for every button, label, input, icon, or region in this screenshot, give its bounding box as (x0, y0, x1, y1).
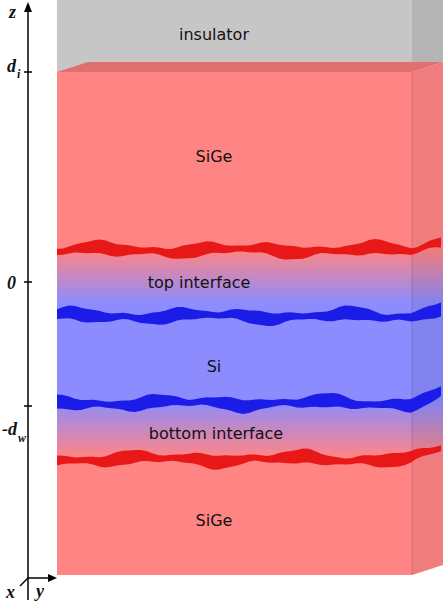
layer-label: SiGe (196, 149, 233, 165)
z-axis (27, 8, 29, 600)
tick (24, 405, 32, 407)
axis-label: z (9, 3, 16, 21)
tick (24, 281, 32, 283)
tick (24, 71, 32, 73)
interface-label: top interface (148, 275, 251, 291)
interface-label: bottom interface (149, 426, 283, 442)
interface-surface (57, 445, 441, 470)
axis-label: x (6, 583, 15, 601)
layer-label: Si (207, 359, 222, 375)
arrowhead (48, 574, 57, 582)
stack-front (57, 72, 412, 575)
insulator-interface (57, 62, 443, 72)
depth-label: 0 (7, 274, 16, 292)
subscript: i (17, 68, 20, 80)
layer-label: SiGe (196, 513, 233, 529)
edge (412, 72, 413, 575)
depth-label: -d (2, 420, 17, 438)
depth-label: d (7, 57, 16, 75)
arrowhead (24, 2, 32, 12)
layer-label: insulator (179, 27, 249, 43)
x-axis (20, 578, 28, 586)
subscript: w (18, 432, 26, 444)
axis-label: y (36, 582, 44, 600)
insulator-side (412, 0, 443, 72)
interface-surface (57, 386, 441, 414)
interface-surface (57, 238, 441, 260)
insulator-layer (57, 0, 412, 72)
interface-surface (57, 303, 441, 327)
